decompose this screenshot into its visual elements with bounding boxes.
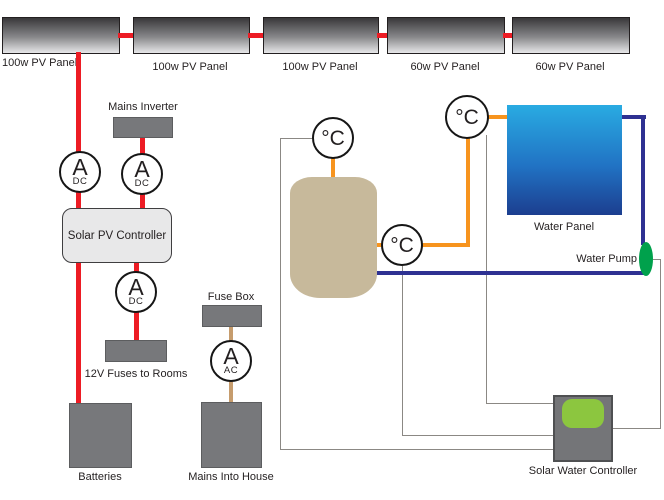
pump-to-tank-pipe — [368, 271, 646, 275]
ammeter-symbol: A — [223, 343, 239, 369]
12v-fuses-box — [105, 340, 167, 362]
solar-pv-controller-box: Solar PV Controller — [62, 208, 172, 263]
hot-water-tank — [290, 177, 377, 298]
pv-panel-4-label: 60w PV Panel — [410, 61, 480, 73]
temp-sensor-tank-side: °C — [381, 224, 423, 266]
temp-sensor-water-panel: °C — [445, 95, 489, 139]
pv-string-link — [377, 33, 387, 38]
mains-inverter-label: Mains Inverter — [108, 101, 178, 113]
sensor3-wire — [486, 135, 487, 403]
water-panel — [507, 105, 622, 215]
ammeter-dc-2: A DC — [121, 153, 163, 195]
ammeter-symbol: A — [134, 156, 150, 182]
batteries-box — [69, 403, 132, 468]
solar-water-controller-label: Solar Water Controller — [528, 465, 638, 477]
ammeter-type: AC — [223, 365, 239, 376]
temp-sensor-tank-top: °C — [312, 117, 354, 159]
12v-fuses-label: 12V Fuses to Rooms — [84, 368, 188, 380]
ammeter-dc-3: A DC — [115, 271, 157, 313]
mains-into-house-box — [201, 402, 262, 468]
pv-string-link — [503, 33, 512, 38]
pv-string-link — [118, 33, 133, 38]
fuse-box — [202, 305, 262, 327]
tank-top-sensor-stub — [331, 157, 335, 179]
sensor1-wire — [280, 138, 281, 449]
sensor1-wire — [280, 138, 312, 139]
water-pump — [639, 242, 653, 276]
controller-display — [562, 399, 604, 428]
water-panel-label: Water Panel — [533, 221, 595, 233]
temp-sensor-label: °C — [321, 126, 345, 150]
pv-panel-4 — [387, 17, 505, 54]
pv-panel-1-label: 100w PV Panel — [2, 57, 78, 69]
solar-pv-controller-label: Solar PV Controller — [67, 229, 167, 242]
water-pump-label: Water Pump — [576, 253, 637, 265]
pv-panel-2-label: 100w PV Panel — [152, 61, 228, 73]
ammeter-dc-1: A DC — [59, 151, 101, 193]
fuse-box-label: Fuse Box — [207, 291, 255, 303]
panel-sensor-drop — [466, 137, 470, 245]
ammeter-type: DC — [72, 176, 88, 187]
mains-into-house-label: Mains Into House — [188, 471, 274, 483]
panel-inlet-stub — [488, 115, 508, 119]
sensor2-wire — [402, 435, 553, 436]
pv-panel-5-label: 60w PV Panel — [535, 61, 605, 73]
pump-wire — [613, 428, 661, 429]
pump-wire — [660, 259, 661, 428]
pump-wire — [653, 259, 661, 260]
temp-sensor-label: °C — [455, 105, 479, 129]
sensor-link — [421, 243, 470, 247]
sensor1-wire — [280, 449, 553, 450]
panel-outlet-pipe — [620, 115, 646, 119]
ammeter-symbol: A — [72, 154, 88, 180]
pv-panel-1 — [2, 17, 120, 54]
ammeter-type: DC — [128, 296, 144, 307]
pv-panel-3 — [263, 17, 379, 54]
sensor3-wire — [486, 403, 553, 404]
ammeter-ac: A AC — [210, 340, 252, 382]
batteries-label: Batteries — [78, 471, 122, 483]
ammeter-symbol: A — [128, 274, 144, 300]
pv-panel-5 — [512, 17, 630, 54]
temp-sensor-label: °C — [390, 233, 414, 257]
ammeter-type: DC — [134, 178, 150, 189]
pv-panel-2 — [133, 17, 250, 54]
sensor2-wire — [402, 266, 403, 435]
pv-string-link — [248, 33, 263, 38]
panel-to-pump-pipe — [641, 115, 645, 245]
pv-panel-3-label: 100w PV Panel — [282, 61, 358, 73]
mains-inverter-box — [113, 117, 173, 138]
solar-water-controller-box — [553, 395, 613, 462]
